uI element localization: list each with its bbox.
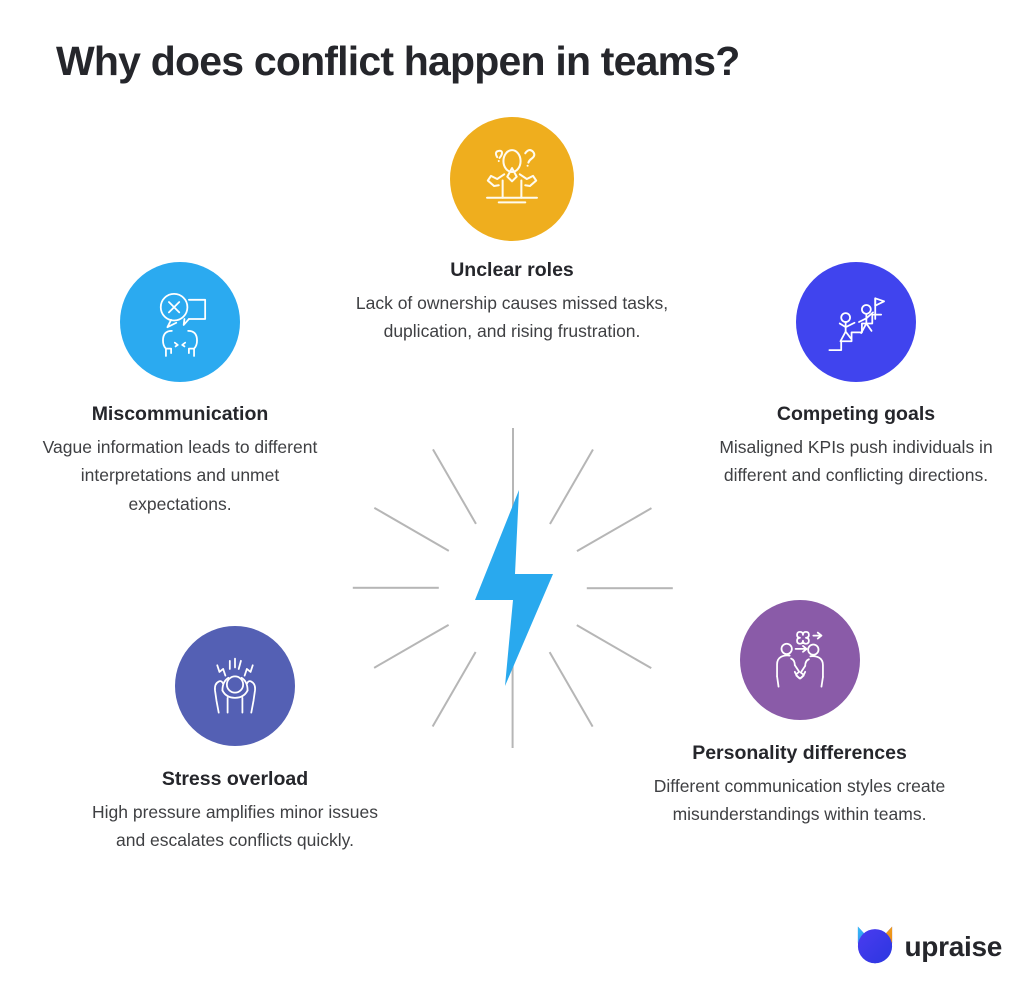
- item-title: Personality differences: [692, 742, 907, 764]
- upraise-cat-mark-icon: [856, 924, 894, 970]
- item-stress-overload: Stress overload High pressure amplifies …: [85, 626, 385, 855]
- lightning-bolt-icon: [457, 488, 567, 688]
- burst-ray: [373, 624, 450, 669]
- stressed-person-holding-head-icon: [175, 626, 295, 746]
- item-description: Vague information leads to different int…: [42, 436, 318, 515]
- burst-ray: [352, 587, 439, 589]
- two-people-climbing-stairs-to-flag-icon: [796, 262, 916, 382]
- burst-ray: [512, 428, 514, 514]
- item-title: Stress overload: [161, 768, 309, 790]
- item-description: Lack of ownership causes missed tasks, d…: [355, 292, 669, 342]
- item-description: High pressure amplifies minor issues and…: [92, 801, 378, 851]
- burst-ray: [576, 507, 652, 552]
- two-heads-speech-bubble-x-icon: [120, 262, 240, 382]
- brand-logo[interactable]: upraise: [856, 924, 1003, 970]
- two-people-handshake-exchange-icon: [739, 600, 860, 720]
- item-description: Different communication styles create mi…: [653, 775, 946, 825]
- item-title: Competing goals: [776, 403, 936, 425]
- page-title: Why does conflict happen in teams?: [56, 38, 740, 84]
- item-miscommunication: Miscommunication Vague information leads…: [30, 262, 330, 519]
- item-personality-differences: Personality differences Different commun…: [633, 600, 966, 829]
- item-title: Unclear roles: [450, 259, 574, 281]
- shrugging-person-with-question-marks-icon: [450, 117, 574, 241]
- item-unclear-roles: Unclear roles Lack of ownership causes m…: [352, 117, 672, 346]
- logo-text: upraise: [904, 931, 1003, 962]
- burst-ray: [586, 587, 673, 589]
- item-competing-goals: Competing goals Misaligned KPIs push ind…: [716, 262, 996, 490]
- burst-ray: [373, 507, 450, 552]
- item-description: Misaligned KPIs push individuals in diff…: [719, 436, 993, 486]
- item-title: Miscommunication: [91, 403, 269, 425]
